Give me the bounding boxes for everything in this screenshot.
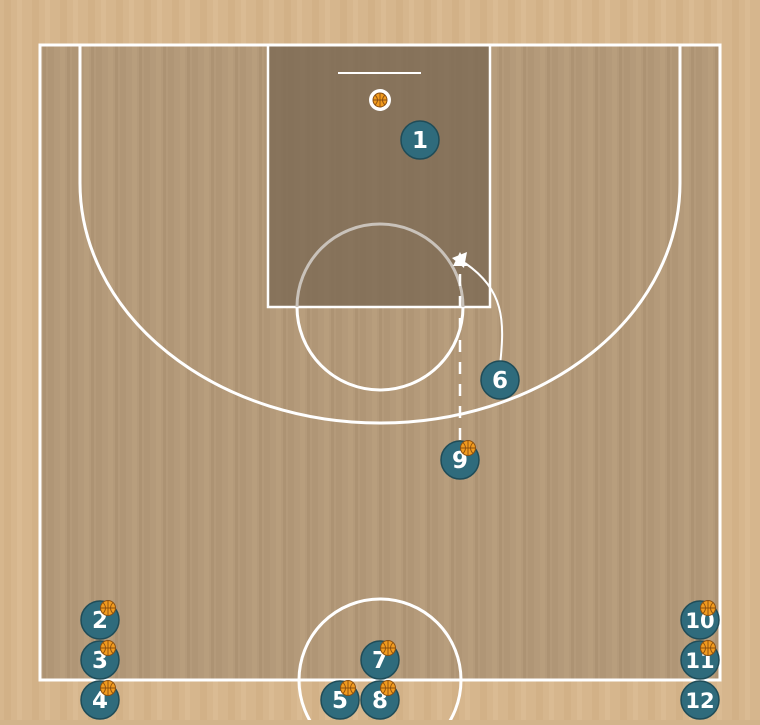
player-number: 12 xyxy=(685,689,714,713)
basketball-icon xyxy=(380,680,396,696)
player-circle xyxy=(400,120,440,160)
basketball-icon xyxy=(340,680,356,696)
free-throw-circle-bottom xyxy=(295,306,465,392)
player-token-10[interactable]: 10 xyxy=(680,600,720,640)
player-token-2[interactable]: 2 xyxy=(80,600,120,640)
player-number: 6 xyxy=(492,368,508,394)
hoop-ball-icon xyxy=(372,92,388,108)
player-token-9[interactable]: 9 xyxy=(440,440,480,480)
center-circle xyxy=(297,597,463,681)
player-token-8[interactable]: 8 xyxy=(360,680,400,720)
player-token-12[interactable]: 12 xyxy=(680,680,720,720)
player-circle xyxy=(680,680,720,720)
paint-area xyxy=(268,45,490,307)
player-token-1[interactable]: 1 xyxy=(400,120,440,160)
basketball-icon xyxy=(100,640,116,656)
play-actions xyxy=(452,252,504,440)
basketball-icon xyxy=(460,440,476,456)
hoop xyxy=(369,89,391,111)
basketball-icon xyxy=(100,680,116,696)
player-token-3[interactable]: 3 xyxy=(80,640,120,680)
player-circle xyxy=(480,360,520,400)
free-throw-circle xyxy=(295,222,465,308)
three-point-line xyxy=(78,45,682,425)
basketball-icon xyxy=(700,600,716,616)
court-lines xyxy=(38,43,722,725)
basketball-icon xyxy=(380,640,396,656)
player-token-11[interactable]: 11 xyxy=(680,640,720,680)
player-token-4[interactable]: 4 xyxy=(80,680,120,720)
basketball-icon xyxy=(700,640,716,656)
basketball-icon xyxy=(100,600,116,616)
paint-outline xyxy=(266,43,492,309)
pass-arrow-head xyxy=(453,252,467,266)
player-token-5[interactable]: 5 xyxy=(320,680,360,720)
cut-arrow-line xyxy=(464,262,504,366)
player-token-7[interactable]: 7 xyxy=(360,640,400,680)
player-number: 1 xyxy=(412,128,428,154)
center-circle-lower xyxy=(297,679,463,725)
player-token-6[interactable]: 6 xyxy=(480,360,520,400)
